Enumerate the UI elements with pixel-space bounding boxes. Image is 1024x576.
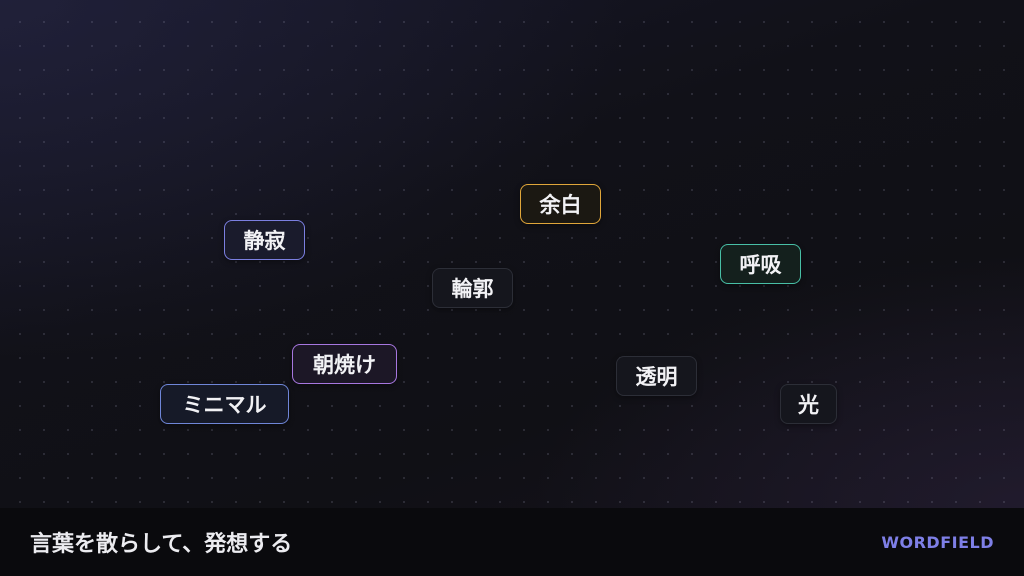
word-chip-seijaku[interactable]: 静寂 — [224, 220, 305, 260]
word-field-area: 静寂 余白 呼吸 輪郭 朝焼け ミニマル 透明 光 — [0, 0, 1024, 508]
footer-bar: 言葉を散らして、発想する WORDFIELD — [0, 508, 1024, 576]
word-chip-yohaku[interactable]: 余白 — [520, 184, 601, 224]
word-chip-minimal[interactable]: ミニマル — [160, 384, 289, 424]
word-chip-asayake[interactable]: 朝焼け — [292, 344, 397, 384]
dot-grid — [0, 0, 1024, 508]
word-chip-rinkaku[interactable]: 輪郭 — [432, 268, 513, 308]
brand-logo-text: WORDFIELD — [881, 532, 994, 552]
word-chip-hikari[interactable]: 光 — [780, 384, 837, 424]
footer-tagline: 言葉を散らして、発想する — [30, 532, 293, 557]
word-chip-tomei[interactable]: 透明 — [616, 356, 697, 396]
word-chip-kokyu[interactable]: 呼吸 — [720, 244, 801, 284]
